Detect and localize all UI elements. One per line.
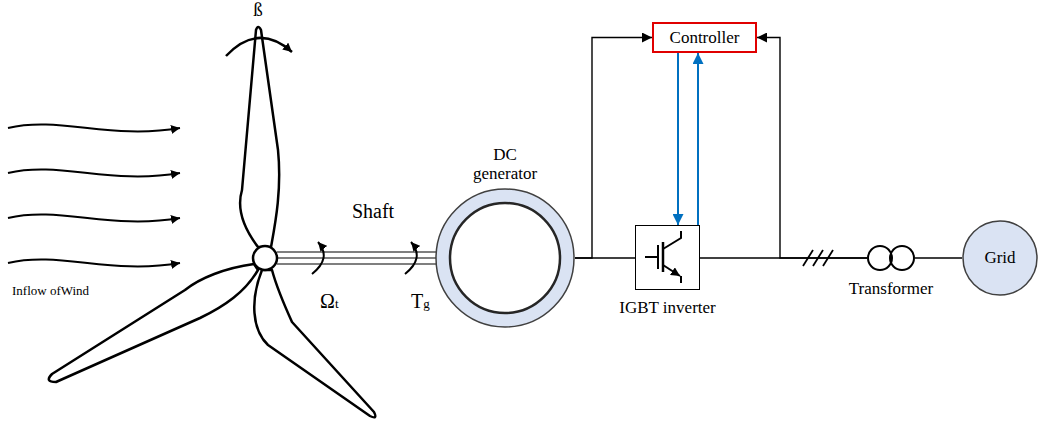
control-signal — [697, 53, 699, 225]
node-outline — [435, 188, 575, 328]
generator-node: DC generator — [435, 145, 575, 328]
label-block: Grid — [984, 248, 1015, 268]
speed-arrow — [312, 242, 324, 274]
gate-plate — [657, 245, 659, 269]
blade — [49, 264, 258, 382]
label-block: Controller — [670, 28, 740, 48]
generator-torque-symbol: Tg — [411, 290, 430, 313]
blade — [240, 27, 279, 247]
winding-circle — [890, 246, 914, 270]
node-outline — [867, 245, 915, 271]
node-label: IGBT inverter — [619, 298, 715, 318]
igbt-symbol — [645, 231, 681, 283]
wind-arrow — [8, 215, 180, 222]
node-label: Transformer — [849, 279, 933, 299]
emitter-lead — [680, 276, 682, 283]
wind-arrow — [8, 125, 180, 132]
generator-ring — [436, 189, 574, 327]
emitter-arrow — [663, 265, 680, 276]
wind-arrow — [8, 170, 180, 177]
node-label: DC generator — [460, 145, 550, 184]
grid-circle: Grid — [962, 220, 1038, 296]
wind-arrow — [8, 260, 180, 267]
node-outline — [635, 225, 700, 290]
node-label: Controller — [670, 28, 740, 48]
channel-bar — [662, 242, 665, 272]
controller-box: Controller — [652, 22, 757, 53]
node-outline: Grid — [962, 220, 1038, 296]
node-outline: Controller — [652, 22, 757, 53]
turbine-blades — [49, 27, 376, 417]
wire — [757, 38, 867, 259]
gate-lead — [645, 256, 658, 258]
label-block: Transformer — [849, 279, 933, 299]
grid-circle — [963, 221, 1037, 295]
outline-svg — [867, 245, 915, 271]
blade — [254, 270, 375, 417]
shaft-label: Shaft — [352, 200, 394, 223]
torque-arrow — [405, 242, 417, 274]
label-block: IGBT inverter — [619, 298, 715, 318]
outline-svg — [435, 188, 575, 328]
pitch-angle-symbol: ß — [253, 0, 263, 21]
rotor-hub — [253, 246, 277, 270]
label-block: DC generator — [460, 145, 550, 184]
pitch-arrow — [226, 38, 292, 56]
collector-lead — [663, 231, 681, 249]
winding-circle — [868, 246, 892, 270]
transformer-symbol: Transformer — [849, 245, 933, 299]
inverter-box: IGBT inverter — [619, 225, 715, 318]
node-label: Grid — [984, 248, 1015, 268]
wind-arrows — [8, 125, 180, 267]
generator-rotor — [450, 203, 560, 313]
rotor-speed-symbol: Ωt — [320, 290, 339, 313]
control-signal — [677, 53, 679, 225]
wire — [915, 257, 962, 259]
wind-inflow-label: Inflow ofWind — [12, 284, 89, 299]
